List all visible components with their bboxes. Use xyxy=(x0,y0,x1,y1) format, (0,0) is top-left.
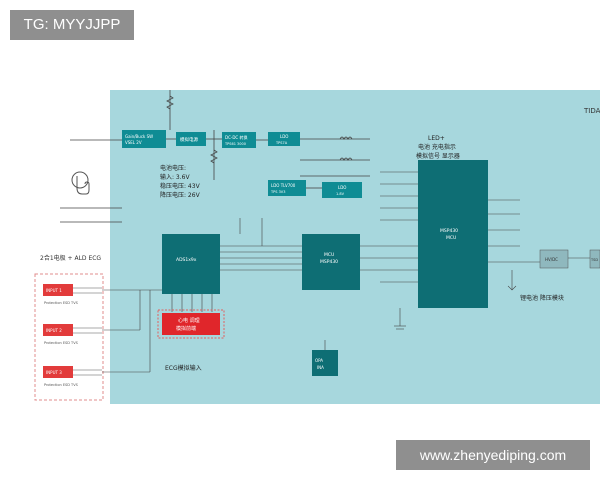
svg-text:HV/DC: HV/DC xyxy=(545,257,558,262)
svg-text:TSD: TSD xyxy=(590,258,598,262)
led-notes: LED+ 电池 充电指示 模拟信号 显示器 xyxy=(416,135,460,160)
input-block-2: INPUT 2 Protection ESD TVS xyxy=(43,324,102,345)
block-b3: DC-DC 转换 TPS61 3000 xyxy=(222,132,256,148)
center-notes: 电池电压: 输入: 3.6V 稳压电压: 43V 降压电压: 26V xyxy=(160,164,201,199)
svg-text:LDO: LDO xyxy=(338,185,346,190)
svg-text:模拟电源: 模拟电源 xyxy=(180,136,198,143)
svg-text:MCU: MCU xyxy=(324,252,334,258)
block-b5: LDO TLV700 TPS 3V3 xyxy=(268,180,306,196)
svg-text:TPS7A: TPS7A xyxy=(275,141,288,145)
touch-hand-icon xyxy=(71,171,90,195)
svg-text:1.8V: 1.8V xyxy=(336,192,345,196)
svg-text:VSEL 2V: VSEL 2V xyxy=(125,140,142,145)
watermark-tg: TG: MYYJJPP xyxy=(10,10,134,40)
svg-text:MSP430: MSP430 xyxy=(440,228,458,234)
block-b11: HV/DC xyxy=(539,249,569,269)
svg-text:ADS1x9x: ADS1x9x xyxy=(176,257,197,263)
input-2-label: INPUT 2 xyxy=(46,328,62,333)
block-b10: OPA INA xyxy=(312,350,338,376)
block-b2: 模拟电源 xyxy=(176,132,206,146)
block-b8: MCU MSP430 xyxy=(302,234,360,290)
svg-text:LDO: LDO xyxy=(280,134,288,139)
input-block-3: INPUT 3 Protection ESD TVS xyxy=(43,366,102,387)
left-input-label: 2合1电极 + ALD ECG xyxy=(40,254,101,262)
svg-text:TPS 3V3: TPS 3V3 xyxy=(270,190,285,194)
svg-text:TPS61 3000: TPS61 3000 xyxy=(224,142,246,146)
svg-text:稳压电压: 43V: 稳压电压: 43V xyxy=(160,182,201,190)
svg-text:Gain/Buck SW: Gain/Buck SW xyxy=(125,134,153,139)
svg-text:DC-DC 转换: DC-DC 转换 xyxy=(225,134,247,140)
svg-text:MSP430: MSP430 xyxy=(320,259,338,265)
block-b9: MSP430 MCU xyxy=(418,160,488,308)
svg-text:模拟前端: 模拟前端 xyxy=(176,325,196,332)
svg-text:INA: INA xyxy=(317,365,324,370)
svg-text:输入: 3.6V: 输入: 3.6V xyxy=(160,173,190,181)
battery-label: 锂电池 降压模块 xyxy=(520,294,564,302)
input-3-label: INPUT 3 xyxy=(46,370,62,375)
block-b12: TSD xyxy=(589,249,600,269)
svg-text:降压电压: 26V: 降压电压: 26V xyxy=(160,191,201,199)
svg-text:电池电压:: 电池电压: xyxy=(160,164,186,172)
svg-text:LDO TLV700: LDO TLV700 xyxy=(271,183,296,188)
block-b6: LDO 1.8V xyxy=(322,182,362,198)
ecg-output-label: ECG模拟输入 xyxy=(165,364,202,372)
input-3-sub: Protection ESD TVS xyxy=(44,383,79,387)
svg-text:模拟信号 显示器: 模拟信号 显示器 xyxy=(416,152,460,160)
input-1-sub: Protection ESD TVS xyxy=(44,301,79,305)
svg-text:MCU: MCU xyxy=(446,235,456,241)
red-afe-block: 心电 调理 模拟前端 xyxy=(157,309,225,339)
input-1-label: INPUT 1 xyxy=(46,288,62,293)
svg-text:LED+: LED+ xyxy=(428,135,445,142)
svg-text:电池 充电指示: 电池 充电指示 xyxy=(418,143,456,151)
block-b1: Gain/Buck SW VSEL 2V xyxy=(122,130,166,148)
svg-text:OPA: OPA xyxy=(315,358,323,363)
svg-text:心电 调理: 心电 调理 xyxy=(178,317,200,324)
block-b7: ADS1x9x xyxy=(162,234,220,294)
block-b4: LDO TPS7A xyxy=(268,132,300,146)
corner-label: TIDA xyxy=(583,107,600,115)
input-bracket xyxy=(34,273,104,401)
input-2-sub: Protection ESD TVS xyxy=(44,341,79,345)
watermark-url: www.zhenyediping.com xyxy=(396,440,590,470)
input-block-1: INPUT 1 Protection ESD TVS xyxy=(43,284,102,305)
